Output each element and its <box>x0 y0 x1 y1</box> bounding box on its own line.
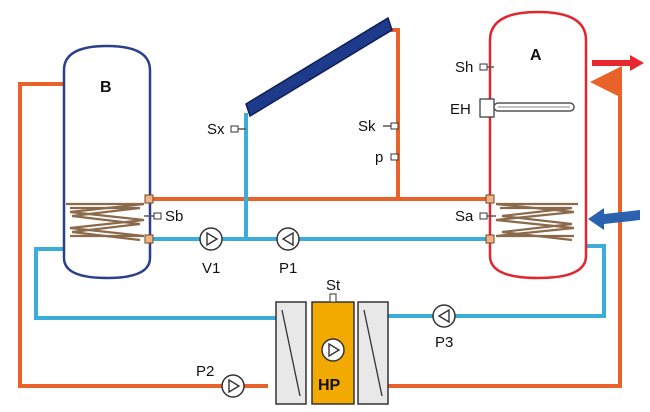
arrow-right-icon <box>592 55 644 71</box>
sensor-sk-icon <box>390 122 399 130</box>
sensor-sh-icon <box>479 63 488 71</box>
sensor-p-icon <box>390 153 399 161</box>
sensor-sh: Sh <box>455 59 494 76</box>
pump-p3-label: P3 <box>435 334 453 351</box>
cold-pipe-b-bottom-loop <box>34 247 276 320</box>
arrow-left-icon <box>588 208 640 230</box>
sensor-sk-label: Sk <box>358 118 376 135</box>
pump-p1-label: P1 <box>279 260 297 277</box>
sensor-p: p <box>375 149 399 166</box>
hot-water-outlet <box>592 55 644 71</box>
tank-a-coil-icon <box>495 202 578 242</box>
hot-pipe-collector-return <box>386 28 400 199</box>
tank-a-port-bottom <box>485 234 495 244</box>
pump-p1: P1 <box>276 227 300 277</box>
electric-heater-box <box>479 98 495 118</box>
sensor-p-label: p <box>375 149 383 166</box>
heat-pump-unit: HP <box>275 301 389 405</box>
hot-pipe-b-to-p2 <box>18 82 268 388</box>
solar-collector <box>245 16 393 118</box>
tank-b-label: B <box>100 79 112 96</box>
sensor-sa-label: Sa <box>455 208 474 225</box>
sensor-sk: Sk <box>358 118 399 135</box>
hot-pipe-hp-to-a <box>384 66 622 388</box>
tank-a-port-top <box>485 194 495 204</box>
sensor-sa: Sa <box>455 208 496 225</box>
pump-p2: P2 <box>196 363 245 398</box>
sensor-st-label: St <box>326 277 341 294</box>
hp-right-exchanger <box>357 301 389 405</box>
electric-heater-label: EH <box>450 101 471 118</box>
sensor-sx-icon <box>230 125 239 133</box>
tank-b-port-bottom <box>144 234 154 244</box>
pump-p2-label: P2 <box>196 363 214 380</box>
heat-pump-label: HP <box>318 377 341 394</box>
sensor-sb-icon <box>153 212 162 220</box>
electric-heater: EH <box>450 98 575 118</box>
tank-a: A <box>485 10 588 280</box>
tank-b-port-top <box>144 194 154 204</box>
sensor-sx-label: Sx <box>207 121 225 138</box>
cold-pipe-a-bottom-loop <box>384 244 606 318</box>
sensor-sx: Sx <box>207 121 246 138</box>
pump-p3: P3 <box>432 304 456 351</box>
sensor-sb-label: Sb <box>165 208 183 225</box>
sensor-sh-label: Sh <box>455 59 473 76</box>
sensor-st: St <box>326 277 341 303</box>
sensor-sa-icon <box>479 212 488 220</box>
cold-water-inlet <box>588 208 640 230</box>
sensor-st-icon <box>329 293 337 303</box>
sensor-sb: Sb <box>144 208 183 225</box>
tank-b: B <box>62 44 154 280</box>
tank-a-label: A <box>530 47 542 64</box>
pump-v1-label: V1 <box>202 260 220 277</box>
pump-v1: V1 <box>199 227 223 277</box>
tank-b-coil-icon <box>66 202 145 242</box>
